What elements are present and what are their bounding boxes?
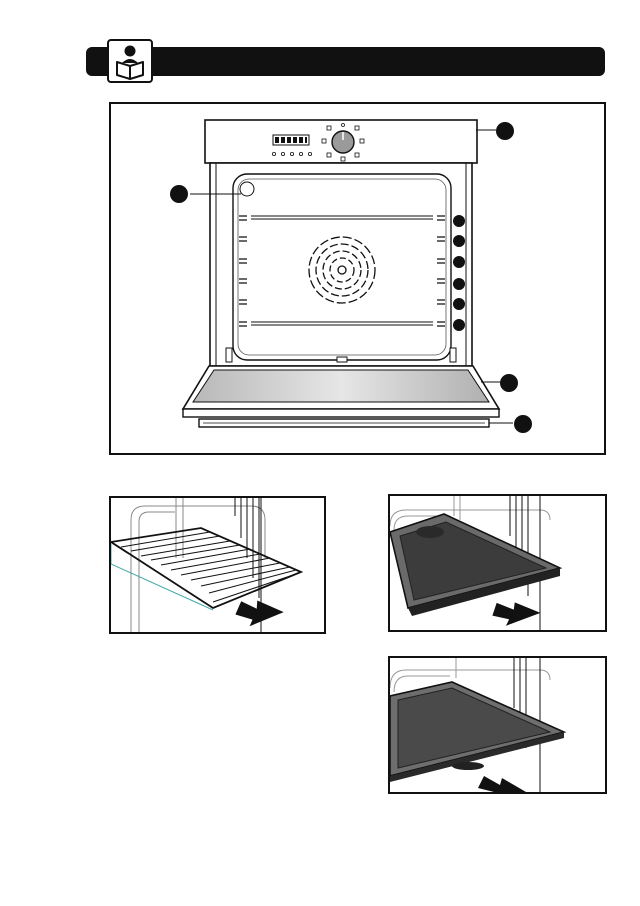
oven-cavity: [210, 163, 472, 366]
oven-overview-figure: [109, 102, 606, 455]
deep-tray: [390, 514, 560, 616]
wire-rack-figure: [109, 496, 326, 634]
callout-shelf-level-3: [453, 256, 465, 268]
callout-oven-lamp: [170, 185, 188, 203]
callout-oven-door: [500, 374, 518, 392]
insert-arrow-icon: [478, 776, 526, 792]
callout-control-panel: [496, 122, 514, 140]
flat-tray: [390, 682, 564, 782]
oven-door: [183, 366, 499, 417]
callout-shelf-level-5: [453, 298, 465, 310]
read-manual-icon: [107, 39, 153, 83]
deep-tray-figure: [388, 494, 607, 632]
section-header-bar: [86, 47, 605, 76]
callout-shelf-level-4: [453, 278, 465, 290]
callout-shelf-level-2: [453, 235, 465, 247]
flat-tray-figure: [388, 656, 607, 794]
callout-door-handle: [514, 415, 532, 433]
callout-shelf-level-1: [453, 215, 465, 227]
oven-lamp: [240, 182, 254, 196]
door-handle: [199, 419, 489, 427]
control-panel: [205, 120, 477, 163]
insert-arrow-icon: [233, 594, 285, 628]
insert-arrow-icon: [491, 597, 542, 627]
callout-shelf-level-6: [453, 319, 465, 331]
